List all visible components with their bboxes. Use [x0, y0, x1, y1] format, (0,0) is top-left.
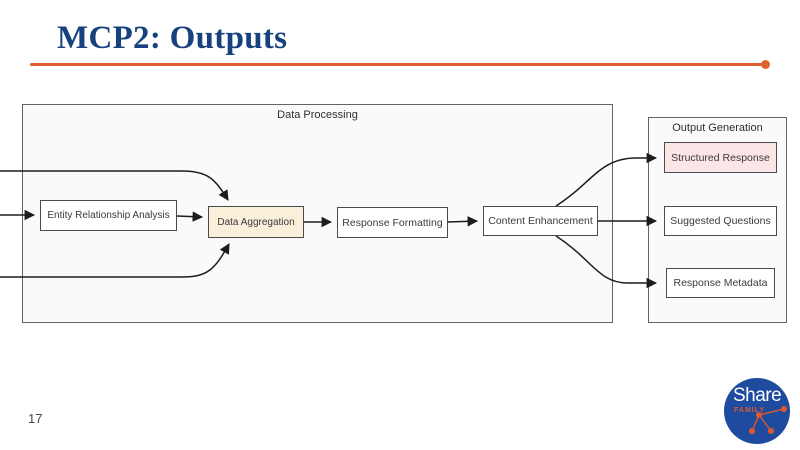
page-title: MCP2: Outputs: [57, 20, 288, 56]
node-response-metadata: Response Metadata: [666, 268, 775, 298]
node-response-formatting: Response Formatting: [337, 207, 448, 238]
share-family-logo: Share FAMILY: [724, 378, 790, 444]
node-label: Entity Relationship Analysis: [47, 210, 170, 221]
node-suggested-questions: Suggested Questions: [664, 206, 777, 236]
node-data-aggregation: Data Aggregation: [208, 206, 304, 238]
node-label: Suggested Questions: [670, 215, 771, 227]
network-icon: [749, 406, 787, 434]
node-structured-response: Structured Response: [664, 142, 777, 173]
page-number: 17: [28, 411, 43, 426]
container-label: Data Processing: [277, 109, 358, 121]
underline-end-dot: [761, 60, 770, 69]
node-entity-relationship-analysis: Entity Relationship Analysis: [40, 200, 177, 231]
node-content-enhancement: Content Enhancement: [483, 206, 598, 236]
node-label: Structured Response: [671, 151, 770, 164]
node-label: Response Metadata: [673, 277, 768, 289]
title-underline: [30, 60, 770, 69]
node-label: Content Enhancement: [488, 215, 593, 227]
node-label: Data Aggregation: [217, 216, 295, 228]
container-label: Output Generation: [672, 122, 763, 134]
node-label: Response Formatting: [342, 216, 443, 229]
logo-share-text: Share: [733, 385, 782, 406]
logo-family-text: FAMILY: [734, 407, 766, 414]
